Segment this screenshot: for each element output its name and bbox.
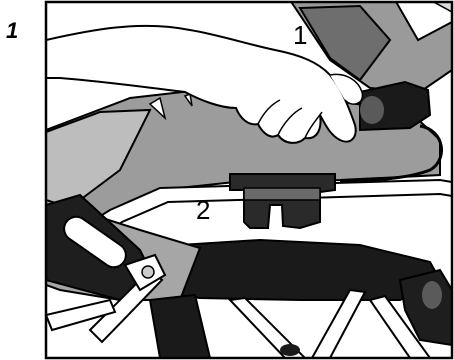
leg-foot-1 [280,344,300,356]
callout-strap-clip-label: 2 [196,195,210,225]
buckle-pad-highlight [360,96,384,124]
latch-pivot [142,266,154,278]
wheel-housing-detail [422,281,442,309]
strap-clip-band [244,188,320,200]
strap-clip [230,174,335,228]
callout-hand-label: 1 [293,20,307,50]
